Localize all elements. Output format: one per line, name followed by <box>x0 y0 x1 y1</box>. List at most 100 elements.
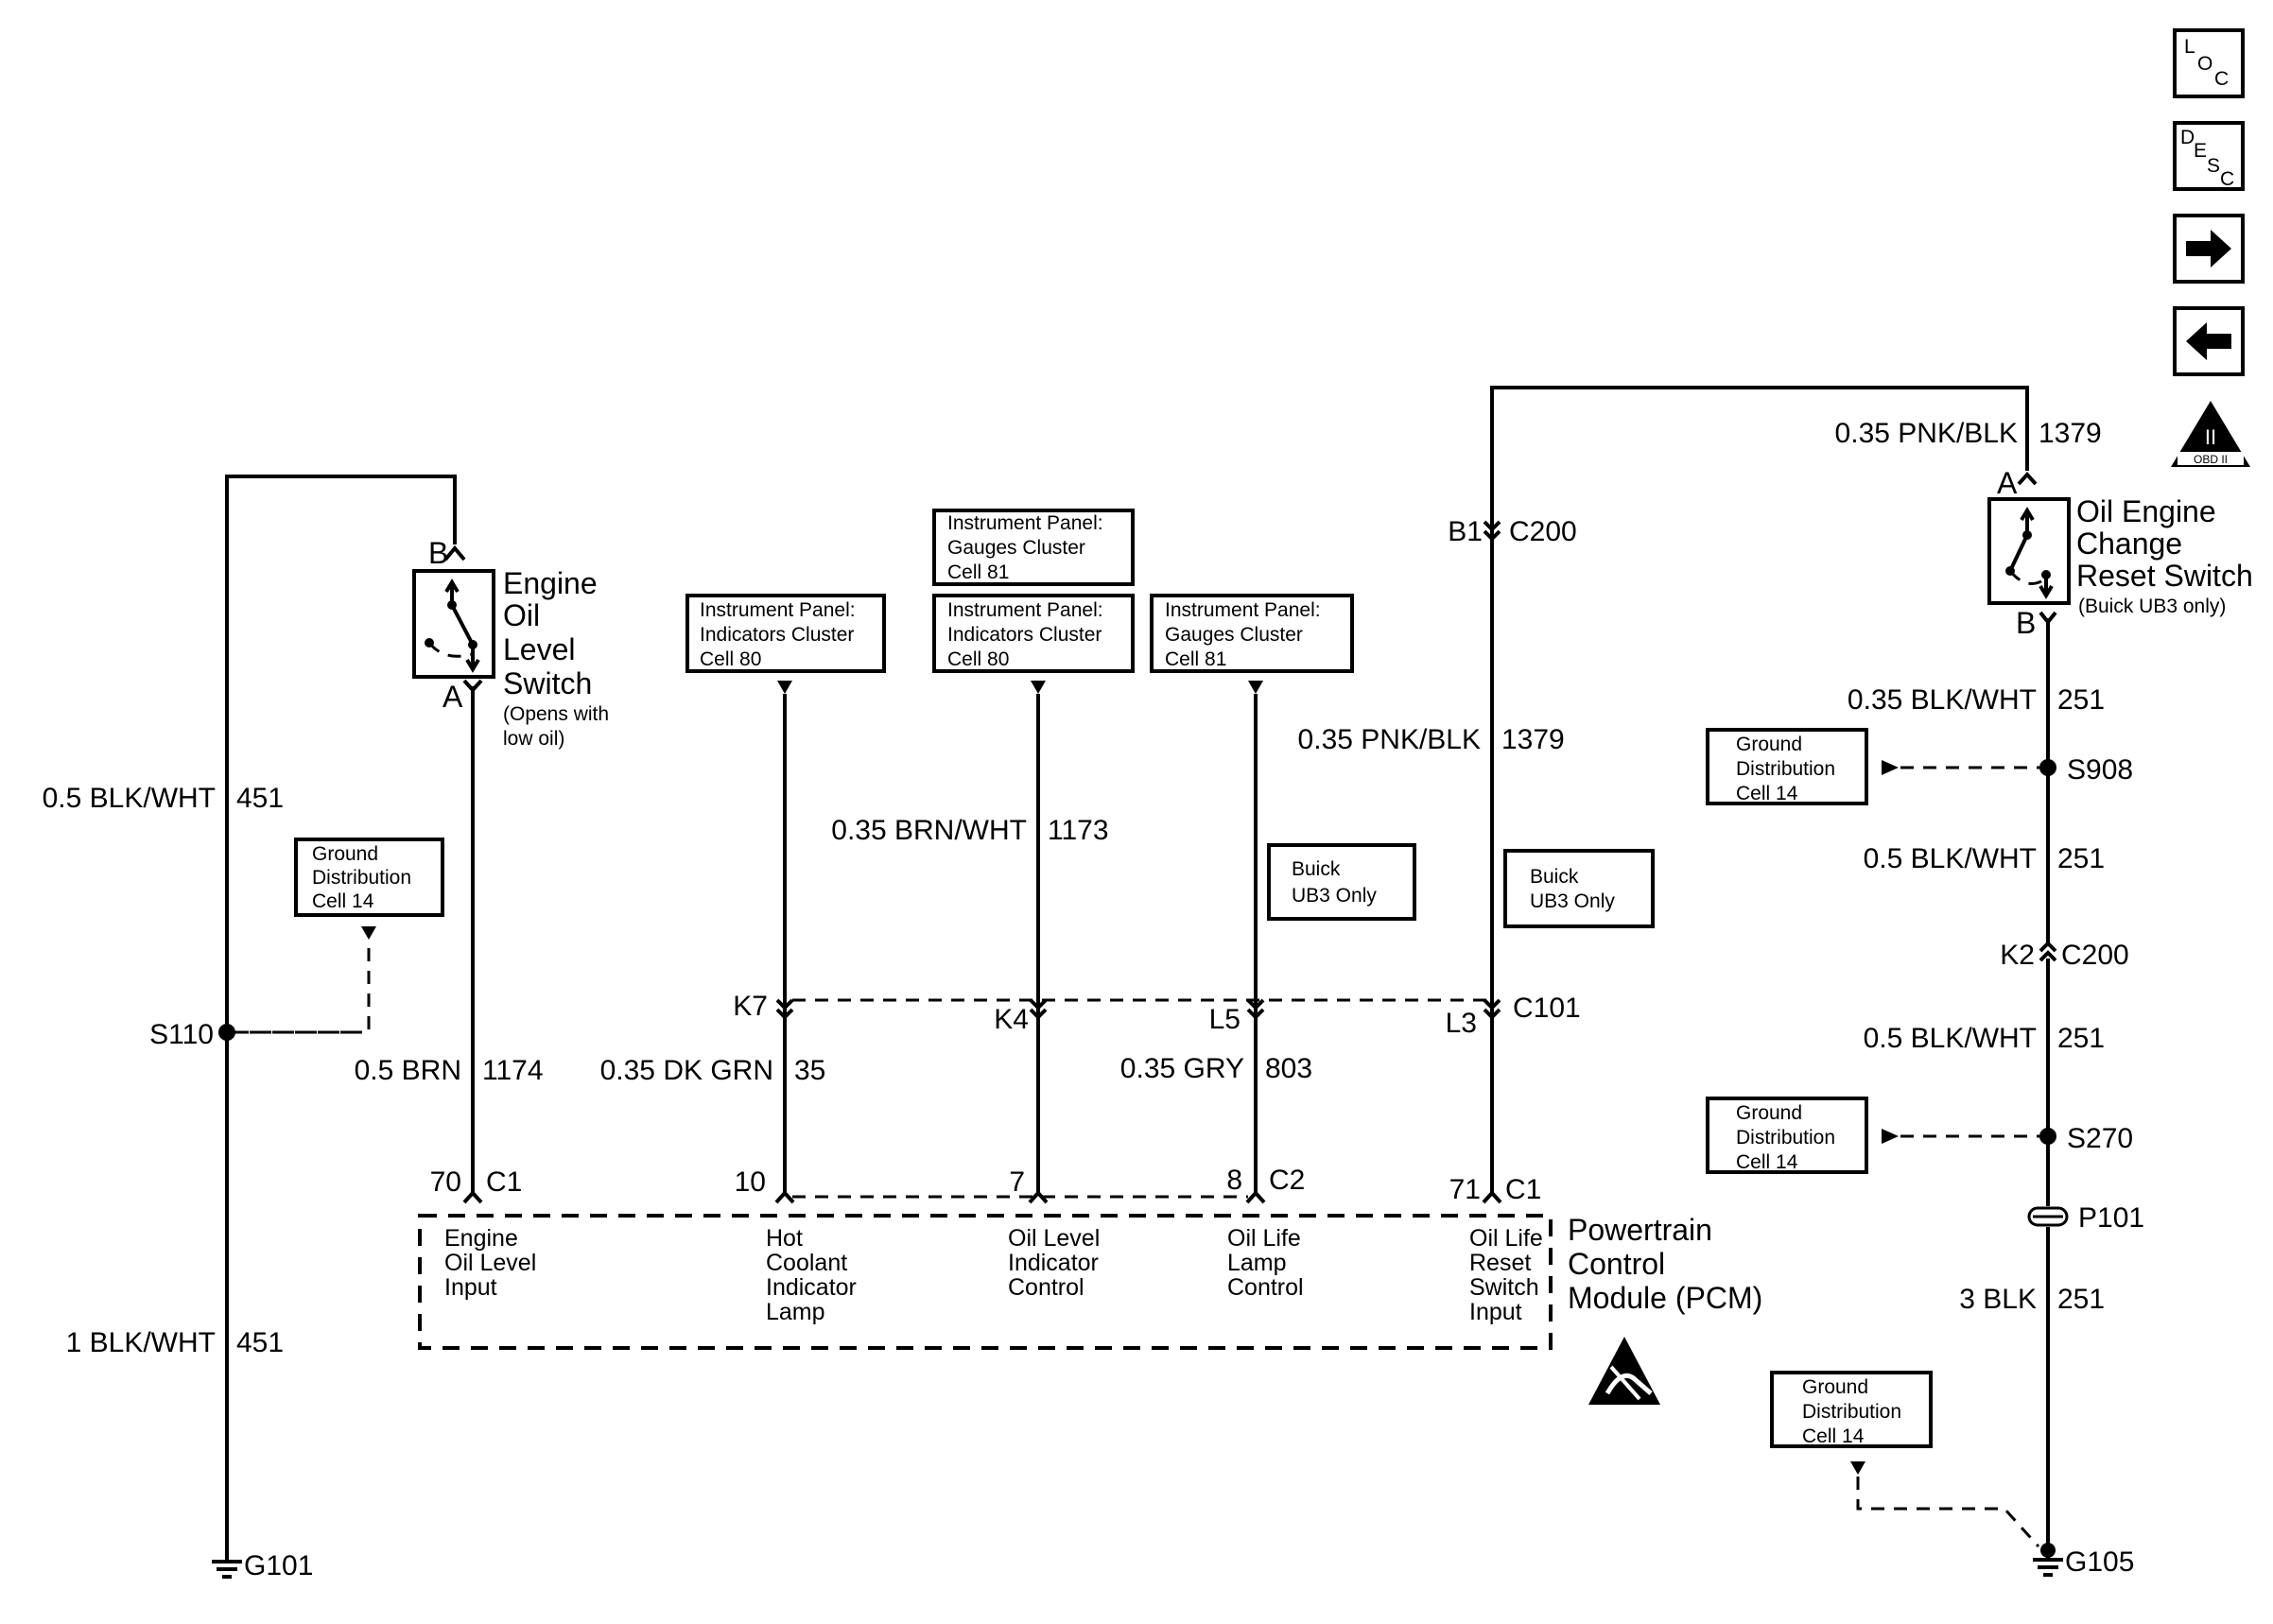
wire-label: 0.35 PNK/BLK <box>1298 724 1481 755</box>
circuit-number: 803 <box>1265 1053 1312 1084</box>
svg-text:Ground: Ground <box>1736 1102 1802 1124</box>
svg-text:Indicators Cluster: Indicators Cluster <box>947 624 1102 646</box>
pcm-input-label: Hot <box>766 1225 803 1252</box>
wire-label: 0.35 BRN/WHT <box>831 815 1027 846</box>
svg-text:Instrument Panel:: Instrument Panel: <box>947 599 1103 621</box>
c200-connector: C200 <box>1509 516 1577 547</box>
ground-label: G105 <box>2065 1546 2134 1578</box>
wire-label: 1 BLK/WHT <box>66 1327 216 1358</box>
circuit-number: 1173 <box>1048 815 1109 846</box>
svg-text:E: E <box>2194 140 2207 162</box>
switch-note: low oil) <box>503 728 564 750</box>
svg-text:Cell 14: Cell 14 <box>1736 1151 1798 1173</box>
oil-change-reset-switch <box>1987 497 2071 605</box>
pcm-pin: 10 <box>735 1166 766 1198</box>
wire-label: 0.35 BLK/WHT <box>1848 684 2037 716</box>
switch-title: Change <box>2076 527 2182 561</box>
svg-text:L: L <box>2184 36 2195 58</box>
loc-icon[interactable]: L O C <box>2173 28 2245 98</box>
pcm-input-label: Reset <box>1469 1250 1531 1276</box>
pcm-pin: 71 <box>1449 1174 1481 1205</box>
pcm-input-label: Input <box>444 1274 497 1301</box>
pcm-connector: C2 <box>1269 1165 1305 1196</box>
pcm-title: Control <box>1568 1247 1665 1281</box>
wire-label: 0.5 BRN <box>355 1055 461 1086</box>
c200-connector: C200 <box>2061 940 2129 971</box>
ref-box-buick-b: Buick UB3 Only <box>1503 849 1655 928</box>
svg-text:Gauges Cluster: Gauges Cluster <box>947 537 1085 559</box>
ground-ref-box-left: Ground Distribution Cell 14 <box>294 838 444 917</box>
svg-text:Gauges Cluster: Gauges Cluster <box>1165 624 1303 646</box>
ref-box-ip-indicators-b: Instrument Panel: Indicators Cluster Cel… <box>932 594 1135 673</box>
pass-through-label: P101 <box>2078 1202 2144 1234</box>
obd-ii-icon[interactable]: OBD II II <box>2171 401 2250 467</box>
splice-label: S270 <box>2067 1123 2133 1154</box>
pcm-input-label: Lamp <box>1227 1250 1287 1276</box>
svg-text:Buick: Buick <box>1530 866 1579 888</box>
pcm-input-label: Oil Life <box>1469 1225 1543 1252</box>
svg-text:Distribution: Distribution <box>1736 1127 1835 1149</box>
switch-title: Engine <box>503 566 598 600</box>
pcm-pin: 70 <box>430 1166 461 1198</box>
c200-pin: B1 <box>1448 516 1483 547</box>
svg-text:O: O <box>2197 53 2212 75</box>
wire-label: 3 BLK <box>1959 1284 2037 1315</box>
wire-label: 0.5 BLK/WHT <box>43 783 216 814</box>
engine-oil-level-switch <box>412 569 495 679</box>
svg-text:D: D <box>2180 127 2195 148</box>
switch-note: (Buick UB3 only) <box>2078 596 2226 617</box>
wire-label: 0.35 GRY <box>1120 1053 1244 1084</box>
switch-title: Oil <box>503 598 540 632</box>
svg-text:Cell 81: Cell 81 <box>1165 648 1226 670</box>
svg-text:UB3 Only: UB3 Only <box>1292 885 1377 907</box>
pin-label: B <box>428 536 448 570</box>
ref-box-buick-a: Buick UB3 Only <box>1267 843 1416 921</box>
ref-box-ip-gauges-b: Instrument Panel: Gauges Cluster Cell 81 <box>1150 594 1354 673</box>
c101-pin: K7 <box>733 991 768 1022</box>
svg-text:Distribution: Distribution <box>1736 758 1835 780</box>
wire-label: 0.5 BLK/WHT <box>1864 1023 2037 1054</box>
pcm-input-label: Switch <box>1469 1274 1539 1301</box>
circuit-number: 251 <box>2057 1284 2105 1315</box>
circuit-number: 1174 <box>482 1055 544 1086</box>
svg-text:Instrument Panel:: Instrument Panel: <box>700 599 856 621</box>
ground-label: G101 <box>244 1550 313 1581</box>
desc-icon[interactable]: D E S C <box>2173 121 2245 191</box>
switch-title: Oil Engine <box>2076 494 2216 528</box>
circuit-number: 35 <box>794 1055 825 1086</box>
obd-numeral: II <box>2205 425 2216 449</box>
pin-label: B <box>2016 606 2036 640</box>
ground-ref-box-right-2: Ground Distribution Cell 14 <box>1706 1097 1868 1174</box>
left-arrow-icon[interactable] <box>2173 306 2245 376</box>
svg-text:Indicators Cluster: Indicators Cluster <box>700 624 854 646</box>
svg-text:Ground: Ground <box>1736 734 1802 755</box>
circuit-number: 251 <box>2057 1023 2105 1054</box>
ground-symbol <box>212 1550 242 1579</box>
svg-text:Cell 80: Cell 80 <box>700 648 761 670</box>
svg-text:Cell 14: Cell 14 <box>312 890 374 912</box>
pcm-connector: C1 <box>486 1166 522 1198</box>
c101-pin: K4 <box>994 1004 1029 1035</box>
pcm-input-label: Coolant <box>766 1250 847 1276</box>
circuit-number: 451 <box>236 1327 284 1358</box>
pcm-pin: 8 <box>1226 1165 1242 1196</box>
pcm-input-label: Indicator <box>1008 1250 1099 1276</box>
switch-note: (Opens with <box>503 703 609 725</box>
right-arrow-icon[interactable] <box>2173 214 2245 284</box>
svg-text:Cell 81: Cell 81 <box>947 561 1009 583</box>
c101-connector: C101 <box>1513 993 1581 1024</box>
ref-box-ip-gauges-top: Instrument Panel: Gauges Cluster Cell 81 <box>932 509 1135 586</box>
svg-text:C: C <box>2214 68 2229 90</box>
svg-text:Distribution: Distribution <box>1802 1401 1901 1423</box>
svg-text:Ground: Ground <box>1802 1376 1868 1398</box>
pcm-input-label: Lamp <box>766 1299 825 1325</box>
splice-label: S908 <box>2067 754 2133 786</box>
svg-text:Instrument Panel:: Instrument Panel: <box>1165 599 1321 621</box>
pcm-input-label: Control <box>1227 1274 1304 1301</box>
pin-label: A <box>1997 466 2018 500</box>
splice-label: S110 <box>149 1019 214 1050</box>
pcm-input-label: Input <box>1469 1299 1522 1325</box>
svg-text:Cell 14: Cell 14 <box>1736 783 1798 804</box>
pin-label: A <box>442 680 463 714</box>
wire-label: 0.35 PNK/BLK <box>1835 418 2018 449</box>
